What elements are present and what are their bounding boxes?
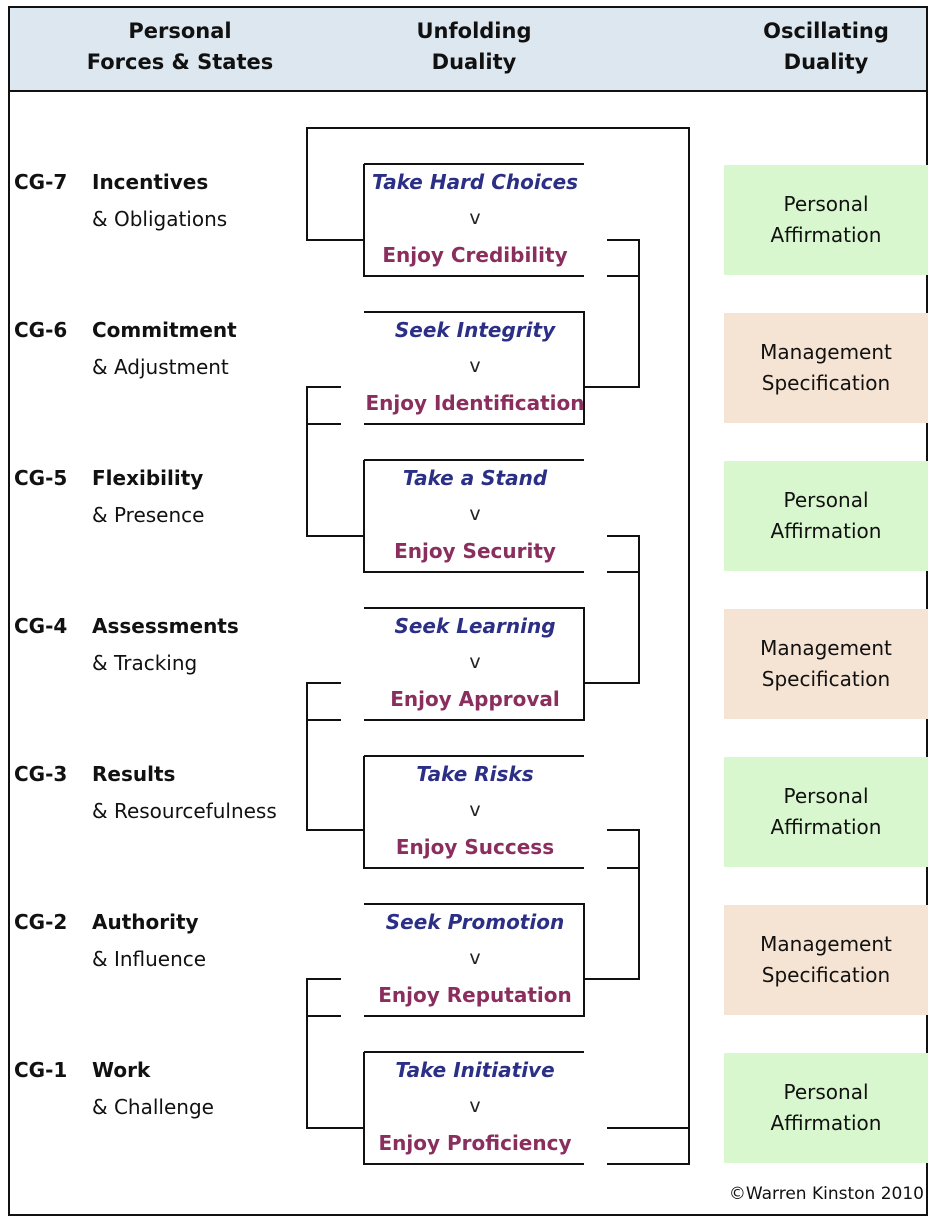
- header-unfolding-duality: Unfolding Duality: [374, 16, 574, 78]
- pair-take-seek: Seek Learning: [394, 614, 556, 638]
- cg-code: CG-5: [14, 466, 68, 490]
- pair-versus: v: [469, 355, 481, 377]
- pair-enjoy: Enjoy Success: [395, 835, 555, 859]
- cg-code: CG-4: [14, 614, 68, 638]
- pair-take-seek: Take a Stand: [402, 466, 548, 490]
- oscillating-line2: Affirmation: [770, 519, 882, 543]
- pair-enjoy: Enjoy Credibility: [382, 243, 568, 267]
- header-col3-line1: Oscillating: [763, 19, 889, 43]
- oscillating-line2: Specification: [761, 371, 891, 395]
- header-col1-line2: Forces & States: [86, 50, 274, 74]
- header-personal-forces: Personal Forces & States: [80, 16, 280, 78]
- header-col1-line1: Personal: [128, 19, 232, 43]
- cg-name: Incentives: [92, 170, 209, 194]
- header-col2-line2: Duality: [431, 50, 517, 74]
- cg-subtitle: & Resourcefulness: [92, 799, 277, 823]
- oscillating-line1: Personal: [783, 1080, 869, 1104]
- cg-name: Authority: [92, 910, 199, 934]
- pair-versus: v: [469, 651, 481, 673]
- cg-name: Flexibility: [92, 466, 204, 490]
- header-divider: [10, 90, 926, 92]
- pair-versus: v: [469, 799, 481, 821]
- pair-take-seek: Seek Integrity: [394, 318, 556, 342]
- cg-subtitle: & Adjustment: [92, 355, 229, 379]
- cg-subtitle: & Tracking: [92, 651, 198, 675]
- pair-enjoy: Enjoy Security: [394, 539, 556, 563]
- pair-versus: v: [469, 207, 481, 229]
- oscillating-line2: Specification: [761, 963, 891, 987]
- cg-subtitle: & Challenge: [92, 1095, 214, 1119]
- oscillating-line2: Specification: [761, 667, 891, 691]
- header-oscillating-duality: Oscillating Duality: [726, 16, 926, 78]
- cg-code: CG-3: [14, 762, 68, 786]
- cg-subtitle: & Presence: [92, 503, 205, 527]
- oscillating-box-personal: Personal Affirmation: [724, 757, 928, 867]
- oscillating-line1: Personal: [783, 192, 869, 216]
- oscillating-line2: Affirmation: [770, 223, 882, 247]
- oscillating-box-personal: Personal Affirmation: [724, 461, 928, 571]
- cg-code: CG-1: [14, 1058, 68, 1082]
- cg-code: CG-6: [14, 318, 68, 342]
- cg-code: CG-2: [14, 910, 68, 934]
- pair-take-seek: Take Initiative: [395, 1058, 555, 1082]
- pair-take-seek: Take Risks: [416, 762, 534, 786]
- oscillating-box-management: Management Specification: [724, 905, 928, 1015]
- outer-loop-connector: [306, 127, 690, 1165]
- oscillating-box-personal: Personal Affirmation: [724, 165, 928, 275]
- cg-name: Commitment: [92, 318, 237, 342]
- oscillating-line1: Management: [760, 932, 892, 956]
- oscillating-line1: Management: [760, 340, 892, 364]
- oscillating-line2: Affirmation: [770, 815, 882, 839]
- pair-versus: v: [469, 947, 481, 969]
- pair-enjoy: Enjoy Reputation: [378, 983, 572, 1007]
- header-band: [10, 8, 926, 90]
- pair-versus: v: [469, 1095, 481, 1117]
- oscillating-line2: Affirmation: [770, 1111, 882, 1135]
- pair-take-seek: Take Hard Choices: [371, 170, 579, 194]
- copyright-notice: ©Warren Kinston 2010: [728, 1184, 924, 1204]
- cg-name: Results: [92, 762, 176, 786]
- pair-take-seek: Seek Promotion: [385, 910, 565, 934]
- oscillating-box-personal: Personal Affirmation: [724, 1053, 928, 1163]
- cg-name: Assessments: [92, 614, 239, 638]
- pair-enjoy: Enjoy Approval: [390, 687, 560, 711]
- cg-subtitle: & Obligations: [92, 207, 228, 231]
- oscillating-line1: Personal: [783, 784, 869, 808]
- pair-enjoy: Enjoy Identification: [365, 391, 585, 415]
- oscillating-line1: Personal: [783, 488, 869, 512]
- cg-name: Work: [92, 1058, 151, 1082]
- cg-subtitle: & Influence: [92, 947, 207, 971]
- header-col2-line1: Unfolding: [416, 19, 532, 43]
- pair-versus: v: [469, 503, 481, 525]
- header-col3-line2: Duality: [783, 50, 869, 74]
- oscillating-box-management: Management Specification: [724, 313, 928, 423]
- oscillating-line1: Management: [760, 636, 892, 660]
- oscillating-box-management: Management Specification: [724, 609, 928, 719]
- pair-enjoy: Enjoy Proficiency: [378, 1131, 572, 1155]
- cg-code: CG-7: [14, 170, 68, 194]
